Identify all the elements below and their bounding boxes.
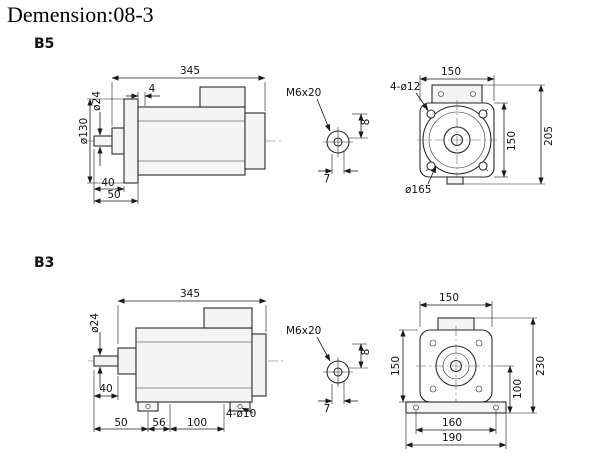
b5-dim-height: 150 — [506, 131, 518, 151]
b5-motor-body — [137, 106, 246, 176]
b3-dim-hole-span: 160 — [442, 417, 462, 429]
b5-bolt-hole — [478, 161, 488, 171]
b3-shaft-end-detail: M6x20 8 7 — [286, 325, 372, 415]
b3-thread-label: M6x20 — [286, 325, 321, 337]
b5-dim-8: 8 — [360, 119, 372, 126]
b5-label: B5 — [34, 36, 54, 52]
b3-dim-7: 7 — [324, 403, 331, 415]
b5-shaft-shoulder — [111, 127, 125, 155]
b3-mounting-base — [405, 401, 507, 414]
b5-bolt-hole — [478, 109, 488, 119]
b5-terminal-box — [199, 86, 246, 108]
b3-dim-100: 100 — [187, 417, 207, 429]
b3-dim-width: 150 — [439, 292, 459, 304]
b3-dim-foot-holes: 4-ø10 — [226, 408, 256, 420]
b5-dim-7: 7 — [324, 173, 331, 185]
b5-dim-50: 50 — [107, 189, 120, 201]
page-title: Demension:08-3 — [7, 2, 154, 27]
b3-shaft-shoulder — [117, 347, 137, 375]
b3-dim-56: 56 — [152, 417, 166, 429]
b3-front-view — [405, 317, 507, 414]
b5-dim-holes: 4-ø12 — [390, 81, 420, 93]
b5-front-dimensions: 150 4-ø12 205 150 ø165 — [390, 66, 555, 196]
b5-dim-total-height: 205 — [543, 126, 555, 146]
b3-foot — [229, 401, 251, 412]
b5-bolt-hole — [426, 161, 436, 171]
b3-side-view — [88, 307, 285, 412]
b5-dim-width: 150 — [441, 66, 461, 78]
b3-terminal-box — [203, 307, 253, 329]
b3-dim-50: 50 — [114, 417, 127, 429]
b5-dim-flange-dia: ø130 — [78, 118, 90, 144]
b5-thread-label: M6x20 — [286, 87, 321, 99]
b5-section: B5 345 — [34, 36, 555, 204]
b5-bottom-tab — [446, 176, 464, 185]
b3-dim-shaft-dia: ø24 — [89, 313, 101, 333]
b3-dim-total-height: 230 — [535, 356, 547, 376]
b5-dim-40: 40 — [101, 177, 114, 189]
b3-dim-8: 8 — [360, 349, 372, 356]
b3-dim-center-height: 100 — [512, 379, 524, 399]
b5-side-view — [86, 86, 282, 184]
b3-label: B3 — [34, 255, 54, 271]
b3-dim-total-length: 345 — [180, 288, 200, 300]
b5-bolt-hole — [426, 109, 436, 119]
b5-dim-4: 4 — [149, 83, 156, 95]
b5-dim-shaft-dia: ø24 — [91, 91, 103, 111]
b3-front-dimensions: 150 150 230 100 160 190 — [390, 292, 547, 449]
b3-dim-height: 150 — [390, 356, 402, 376]
b3-dim-base-width: 190 — [442, 432, 462, 444]
b3-section: B3 345 — [34, 255, 547, 449]
b3-motor-body — [135, 327, 253, 403]
b5-end-cap — [244, 112, 266, 170]
b5-dim-total-length: 345 — [180, 65, 200, 77]
b3-side-dimensions: 345 ø24 40 50 56 100 4-ø10 — [89, 288, 267, 432]
b5-dim-spigot: ø165 — [405, 184, 431, 196]
b5-side-dimensions: 345 4 ø24 ø130 40 50 — [78, 65, 266, 204]
b3-dim-40: 40 — [99, 383, 112, 395]
b5-shaft-end-detail: M6x20 8 7 — [286, 87, 372, 185]
b3-end-cap — [251, 333, 267, 397]
b5-flange-plate — [123, 98, 139, 184]
b3-shaft — [93, 355, 119, 367]
b3-foot — [137, 401, 159, 412]
b5-front-view — [417, 84, 497, 185]
